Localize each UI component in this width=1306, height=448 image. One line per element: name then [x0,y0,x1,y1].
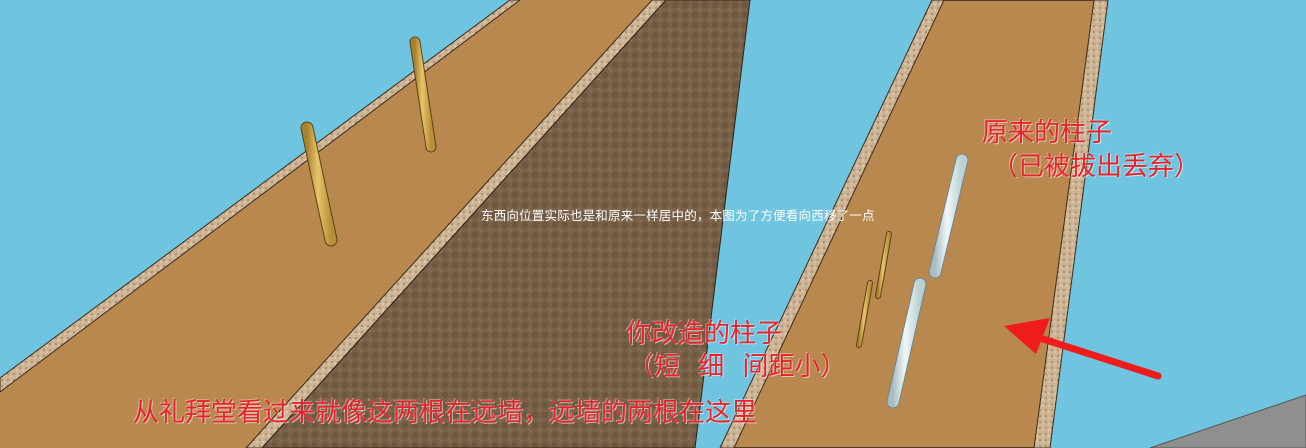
right-left-curb [719,0,945,448]
new-pillars-title: 你改造的柱子 [626,319,783,349]
new-pillar-front [856,280,873,348]
left-pillar-far [409,36,437,153]
bottom-caption: 从礼拜堂看过来就像这两根在远墙，远墙的两根在这里 [133,398,758,428]
old-pillars-title: 原来的柱子 [982,118,1113,148]
left-pillar-near [300,121,338,247]
old-pillar-front [886,277,927,409]
old-pillars-note: （已被拔出丢弃） [992,152,1201,182]
right-right-curb [1033,0,1109,448]
left-outer-curb [0,0,521,393]
left-inner-curb [245,0,667,448]
old-pillar-back [928,153,969,279]
new-pillar-back [875,231,892,299]
new-pillars-note: （短 细 间距小） [628,352,847,382]
far-wall [261,0,751,448]
position-note: 东西向位置实际也是和原来一样居中的，本图为了方便看向西移了一点 [481,208,875,223]
ground-corner [1149,394,1306,448]
red-arrow [1004,318,1162,380]
